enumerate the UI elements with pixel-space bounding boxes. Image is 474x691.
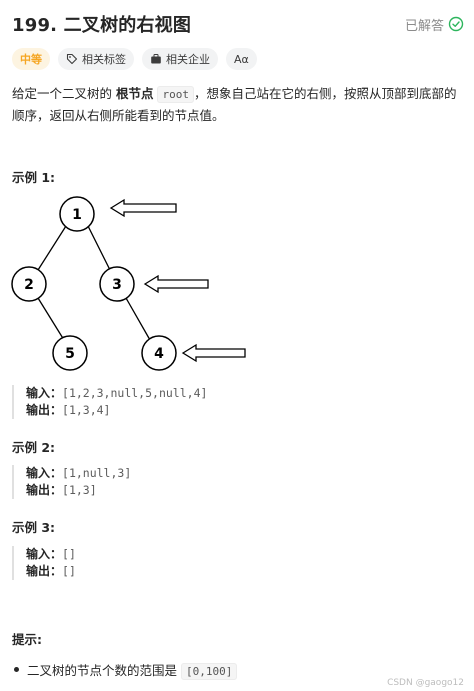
example-3-heading: 示例 3: <box>12 520 56 535</box>
tree-node-label-4: 4 <box>154 346 164 362</box>
example-1-heading: 示例 1: <box>12 170 56 185</box>
desc-part1: 给定一个二叉树的 <box>12 86 116 101</box>
font-toggle-button[interactable]: Aα <box>226 48 257 70</box>
tree-node-label-3: 3 <box>112 277 122 293</box>
difficulty-badge[interactable]: 中等 <box>12 48 50 70</box>
tree-node-5 <box>52 335 88 371</box>
example-1-input-label: 输入： <box>26 386 63 400</box>
example-3-output-label: 输出： <box>26 564 63 578</box>
example-2-output-label: 输出： <box>26 483 63 497</box>
related-companies-label: 相关企业 <box>166 53 210 66</box>
example-2-input-label: 输入： <box>26 466 63 480</box>
tag-bar: 中等 相关标签 相关企业 Aα <box>12 48 257 70</box>
bullet-dot <box>14 667 19 672</box>
example-1-block: 输入：[1,2,3,null,5,null,4] 输出：[1,3,4] <box>12 385 207 419</box>
hint-text: 二叉树的节点个数的范围是 <box>27 663 181 678</box>
solved-label: 已解答 <box>404 18 444 34</box>
desc-code: root <box>157 86 194 103</box>
problem-description: 给定一个二叉树的 根节点 root，想象自己站在它的右侧，按照从顶部到底部的顺序… <box>12 83 464 126</box>
tree-node-2 <box>11 266 47 302</box>
example-3-input-label: 输入： <box>26 547 63 561</box>
check-circle-icon <box>448 16 464 32</box>
desc-part2: ，想象自己站在它的右侧，按照从顶部到底部的顺序，返回从右侧所能看到的节点值。 <box>12 86 457 123</box>
tree-edge-3-4 <box>125 297 151 341</box>
example-2-output: [1,3] <box>62 483 97 497</box>
related-tags-button[interactable]: 相关标签 <box>58 48 134 70</box>
example-1-output: [1,3,4] <box>62 403 111 417</box>
tree-node-label-5: 5 <box>65 346 75 362</box>
briefcase-icon <box>151 54 161 64</box>
tag-icon <box>66 53 78 65</box>
tree-node-3 <box>99 266 135 302</box>
difficulty-label: 中等 <box>20 53 42 66</box>
tree-edge-2-5 <box>37 297 65 341</box>
related-companies-button[interactable]: 相关企业 <box>142 48 218 70</box>
tree-node-label-1: 1 <box>72 207 82 223</box>
arrow-left-icon <box>109 198 177 218</box>
arrow-left-icon <box>143 274 209 294</box>
example-3-input: [] <box>62 547 76 561</box>
example-3-output: [] <box>62 564 76 578</box>
example-1-input: [1,2,3,null,5,null,4] <box>62 386 208 400</box>
hints-heading: 提示: <box>12 632 42 647</box>
desc-bold: 根节点 <box>115 86 154 101</box>
tree-edge-1-3 <box>87 225 111 271</box>
related-tags-label: 相关标签 <box>82 53 126 66</box>
font-toggle-icon: Aα <box>234 52 249 66</box>
example-2-heading: 示例 2: <box>12 440 56 455</box>
title-row: 199. 二叉树的右视图 已解答 <box>12 10 464 38</box>
hint-item: 二叉树的节点个数的范围是 [0,100] <box>14 660 238 680</box>
tree-node-label-2: 2 <box>24 277 34 293</box>
tree-node-4 <box>141 335 177 371</box>
example-1-tree-diagram: 1 2 3 5 4 <box>11 196 246 371</box>
example-3-block: 输入：[] 输出：[] <box>12 546 76 580</box>
solved-status: 已解答 <box>405 15 464 34</box>
tree-node-1 <box>59 196 95 232</box>
watermark: CSDN @gaogo12 <box>387 678 464 688</box>
page-title: 199. 二叉树的右视图 <box>12 15 192 36</box>
tree-edge-1-2 <box>37 225 67 271</box>
example-2-block: 输入：[1,null,3] 输出：[1,3] <box>12 465 131 499</box>
arrow-left-icon <box>181 343 246 363</box>
example-1-output-label: 输出： <box>26 403 63 417</box>
example-2-input: [1,null,3] <box>62 466 132 480</box>
hint-code: [0,100] <box>180 663 238 680</box>
